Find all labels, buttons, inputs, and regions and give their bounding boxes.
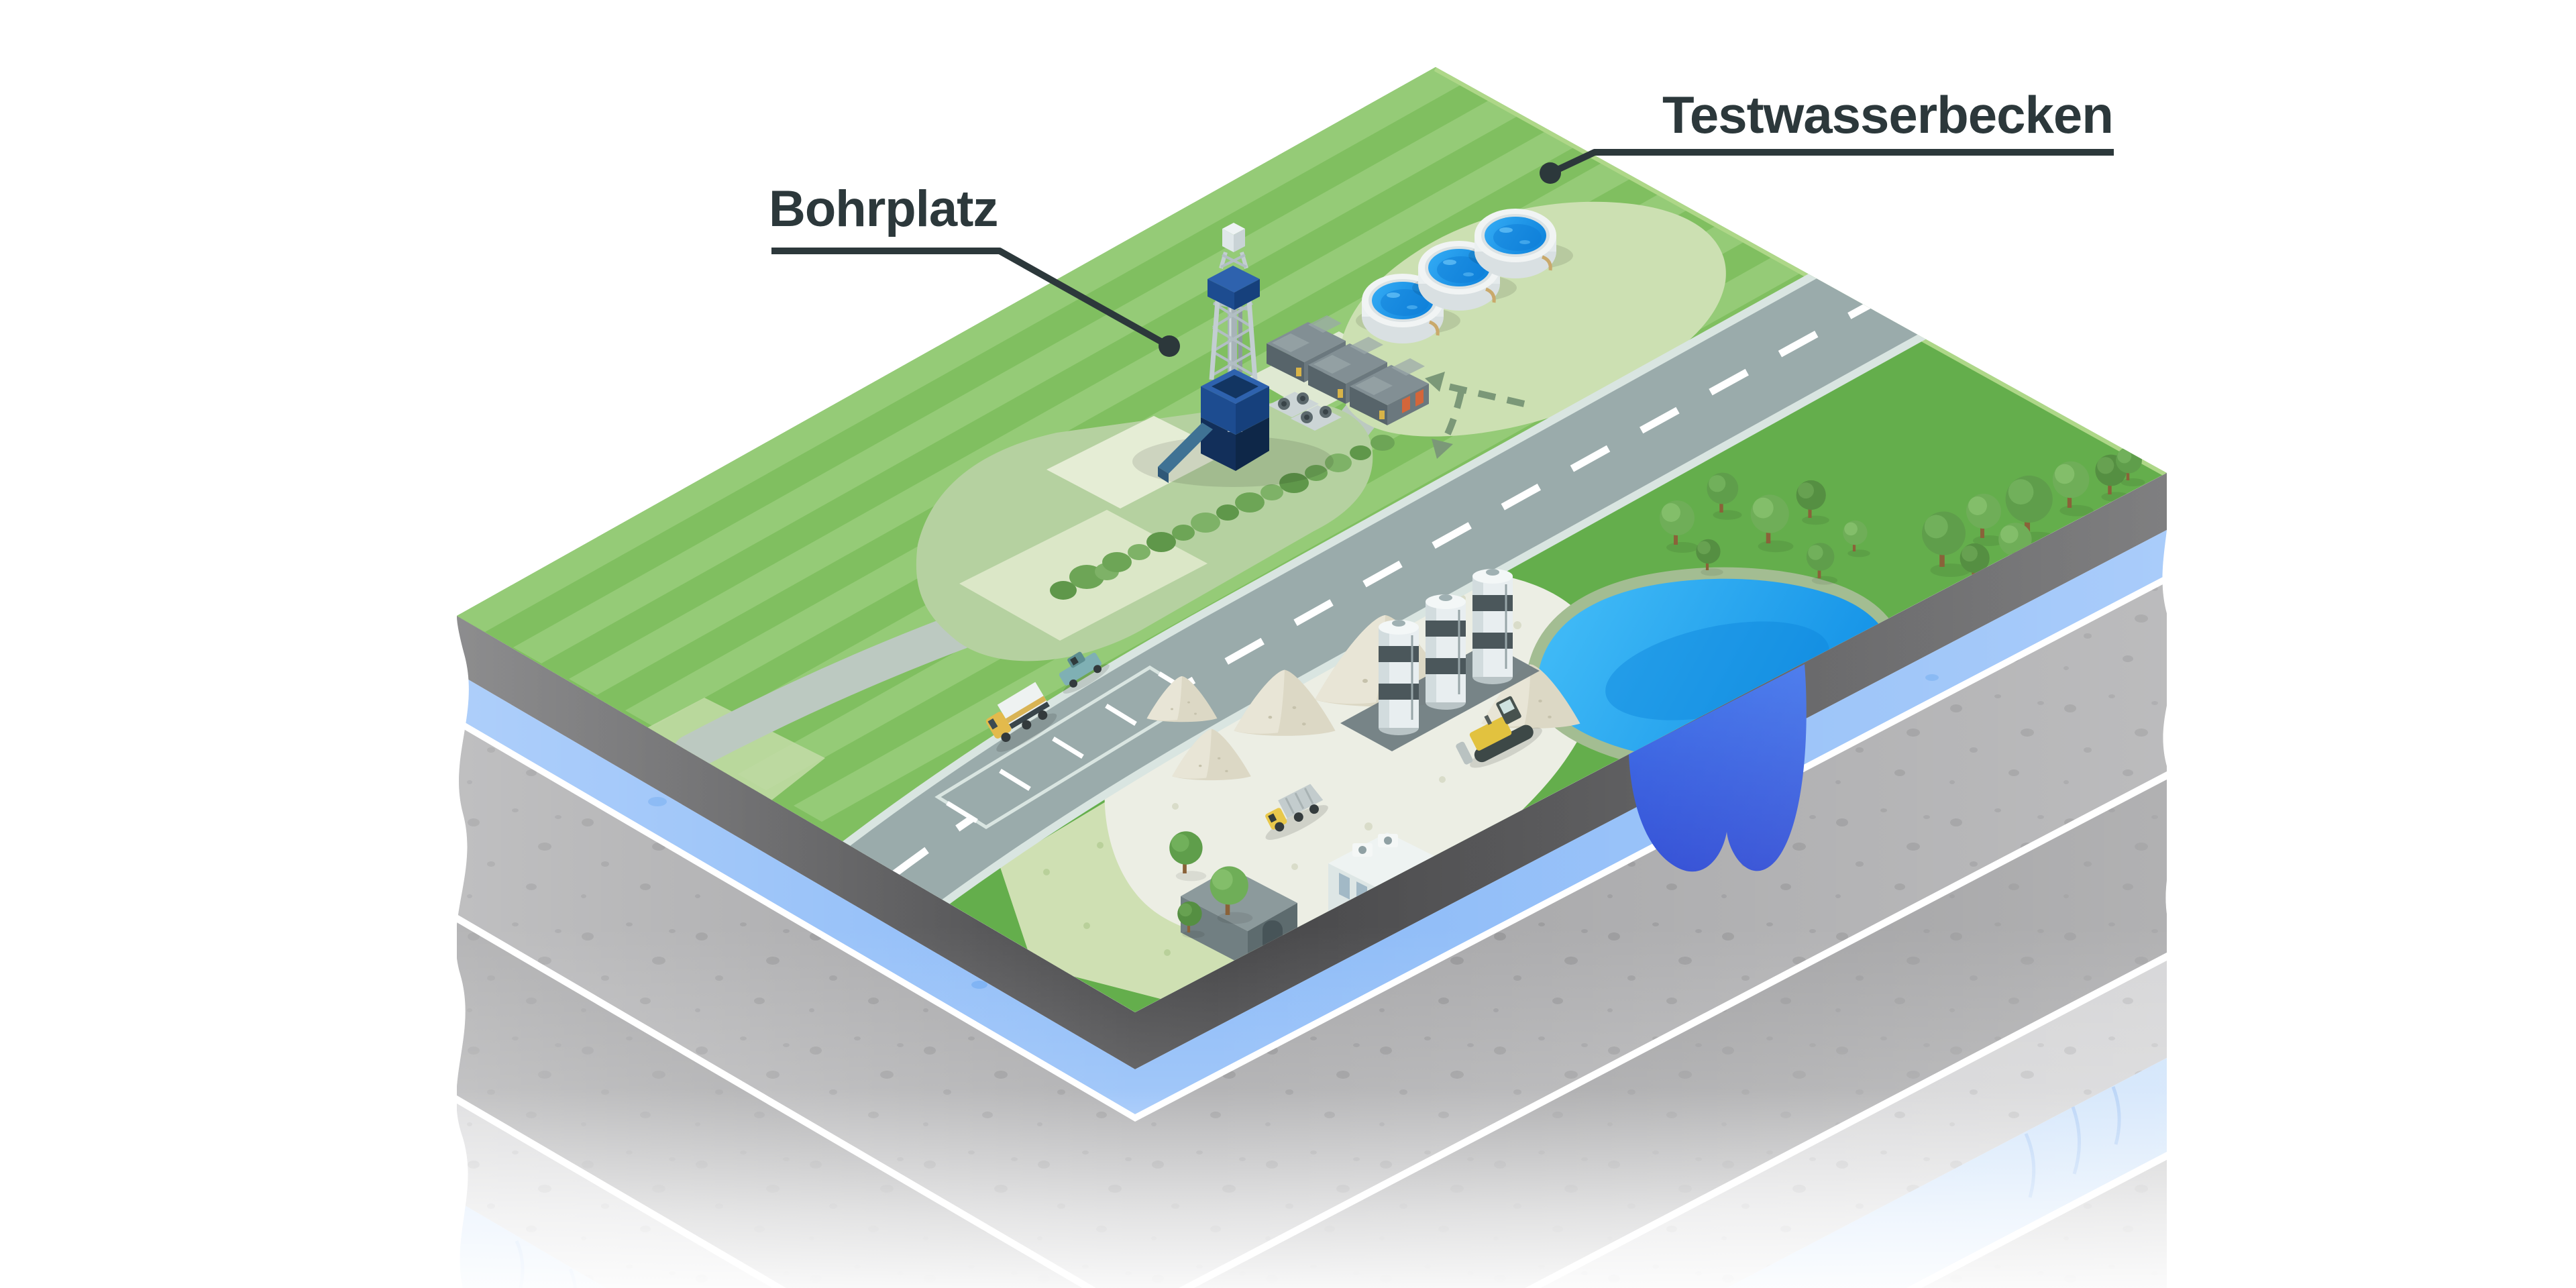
label-testwasserbecken: Testwasserbecken <box>1662 85 2114 144</box>
silos <box>1340 568 1540 751</box>
bush-row <box>1050 435 1395 600</box>
callout-dot <box>1540 162 1561 184</box>
callout-dot <box>1159 335 1180 357</box>
bulldozer <box>1456 696 1542 768</box>
fade-overlay <box>0 926 2576 1288</box>
pickup-truck <box>1059 651 1110 694</box>
parking-strip <box>934 651 1201 829</box>
road-center-line <box>767 278 1914 977</box>
callout-bohrplatz <box>771 248 1180 357</box>
equipment-containers <box>1267 315 1429 431</box>
drilling-rig <box>1132 223 1334 487</box>
box-truck <box>985 682 1057 752</box>
top-surface <box>457 67 2167 1012</box>
label-bohrplatz: Bohrplatz <box>769 180 998 237</box>
route-arrows <box>1425 372 1525 459</box>
country-road <box>732 231 1939 1012</box>
edge-highlight <box>1434 67 2167 476</box>
callout-testwasserbecken <box>1540 149 2114 184</box>
dump-truck <box>1265 784 1328 840</box>
